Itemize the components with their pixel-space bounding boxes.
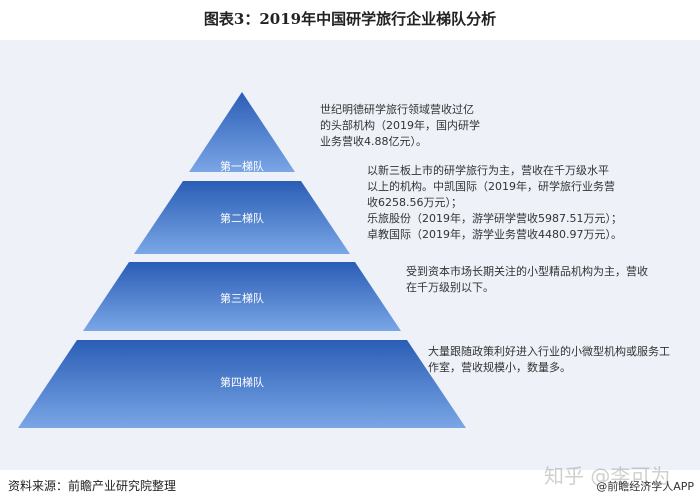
tier-3-label: 第三梯队 <box>220 291 264 305</box>
desc-line: 以新三板上市的研学旅行为主，营收在千万级水平 <box>367 164 609 177</box>
desc-line: 作室，营收规模小，数量多。 <box>428 361 571 374</box>
tier-2-label: 第二梯队 <box>220 211 264 225</box>
desc-line: 受到资本市场长期关注的小型精品机构为主，营收 <box>406 265 648 278</box>
desc-line: 卓教国际（2019年，游学业务营收4480.97万元）。 <box>367 228 622 241</box>
source-note: 资料来源：前瞻产业研究院整理 <box>8 479 177 493</box>
desc-line: 乐旅股份（2019年，游学研学营收5987.51万元）； <box>367 212 622 225</box>
tier-3-shape <box>83 262 401 331</box>
desc-line: 收6258.56万元）； <box>367 196 462 209</box>
desc-line: 世纪明德研学旅行领域营收过亿 <box>320 103 474 116</box>
tier-4-shape <box>18 340 466 428</box>
tier-2-description: 以新三板上市的研学旅行为主，营收在千万级水平以上的机构。中凯国际（2019年，研… <box>367 163 622 243</box>
chart-title: 图表3：2019年中国研学旅行企业梯队分析 <box>203 10 497 28</box>
app-credit: @前瞻经济学人APP <box>596 480 694 493</box>
watermark: 知乎 @李可为 <box>544 464 671 488</box>
tier-4-label: 第四梯队 <box>220 375 264 389</box>
desc-line: 在千万级别以下。 <box>406 281 494 294</box>
desc-line: 大量跟随政策利好进入行业的小微型机构或服务工 <box>428 345 670 358</box>
tier-4-description: 大量跟随政策利好进入行业的小微型机构或服务工作室，营收规模小，数量多。 <box>428 344 670 376</box>
tier-1-shape <box>189 92 295 172</box>
tier-1-description: 世纪明德研学旅行领域营收过亿的头部机构（2019年，国内研学业务营收4.88亿元… <box>320 102 480 150</box>
tier-3-description: 受到资本市场长期关注的小型精品机构为主，营收在千万级别以下。 <box>406 264 648 296</box>
tier-1-label: 第一梯队 <box>220 159 264 173</box>
desc-line: 的头部机构（2019年，国内研学 <box>320 119 480 132</box>
desc-line: 以上的机构。中凯国际（2019年，研学旅行业务营 <box>367 180 615 193</box>
desc-line: 业务营收4.88亿元）。 <box>320 135 427 148</box>
tier-2-shape <box>134 181 350 254</box>
